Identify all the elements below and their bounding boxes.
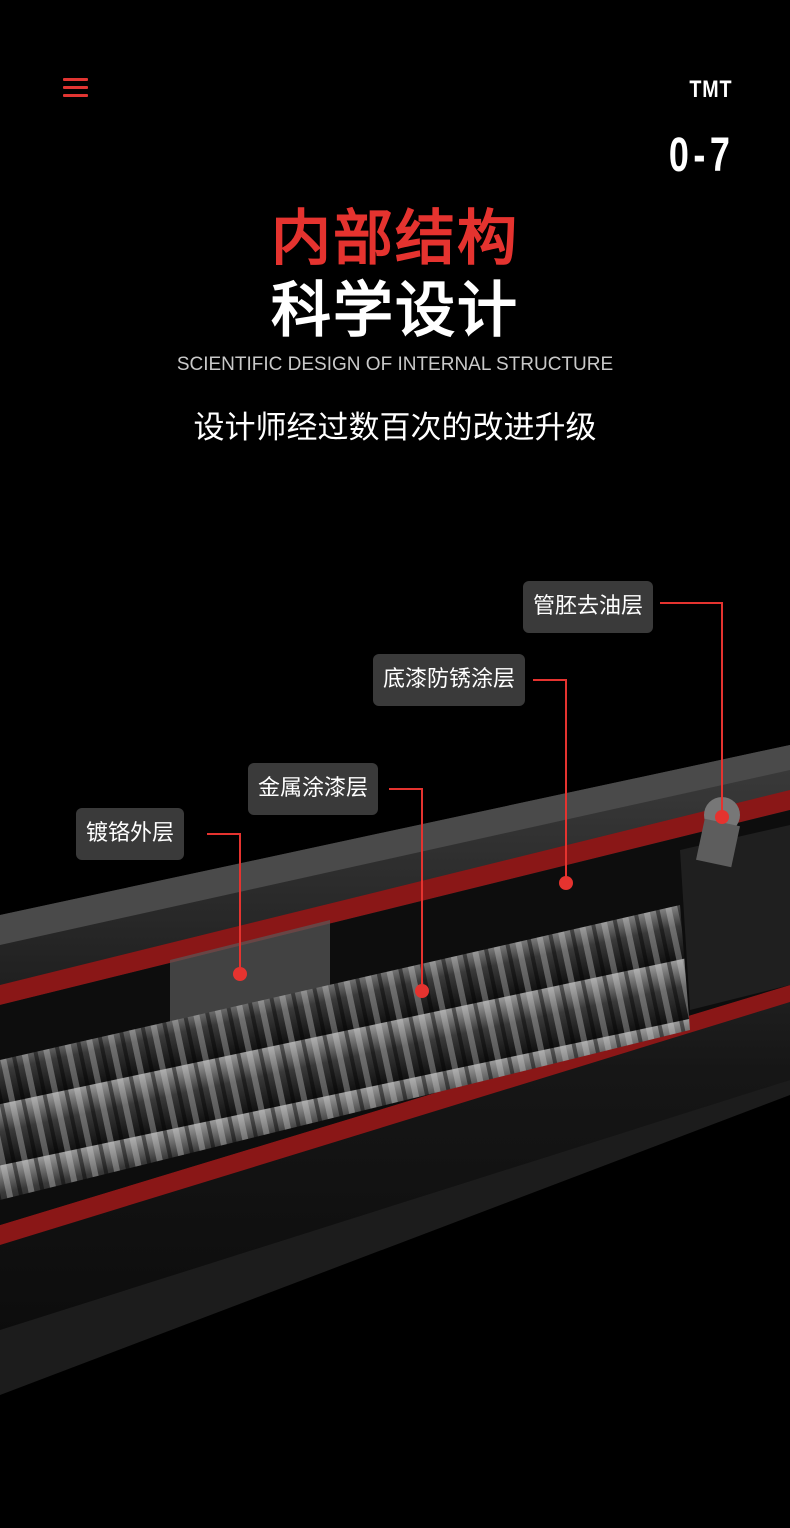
title-line-2: 科学设计 (271, 276, 519, 346)
title-line-1: 内部结构 (271, 204, 519, 274)
callout-pipe-degreasing-layer: 管胚去油层 (523, 581, 654, 633)
subtitle-chinese: 设计师经过数百次的改进升级 (193, 410, 597, 446)
menu-icon[interactable] (63, 78, 89, 98)
model-number: 0-7 (668, 129, 734, 182)
callout-metal-paint-layer: 金属涂漆层 (248, 763, 379, 815)
callout-chrome-outer-layer: 镀铬外层 (76, 808, 185, 860)
subtitle-english: SCIENTIFIC DESIGN OF INTERNAL STRUCTURE (176, 354, 614, 375)
callout-primer-rustproof-coating: 底漆防锈涂层 (373, 654, 526, 706)
brand-logo: TMT (689, 76, 732, 103)
tube-cutaway-illustration (0, 602, 790, 1395)
